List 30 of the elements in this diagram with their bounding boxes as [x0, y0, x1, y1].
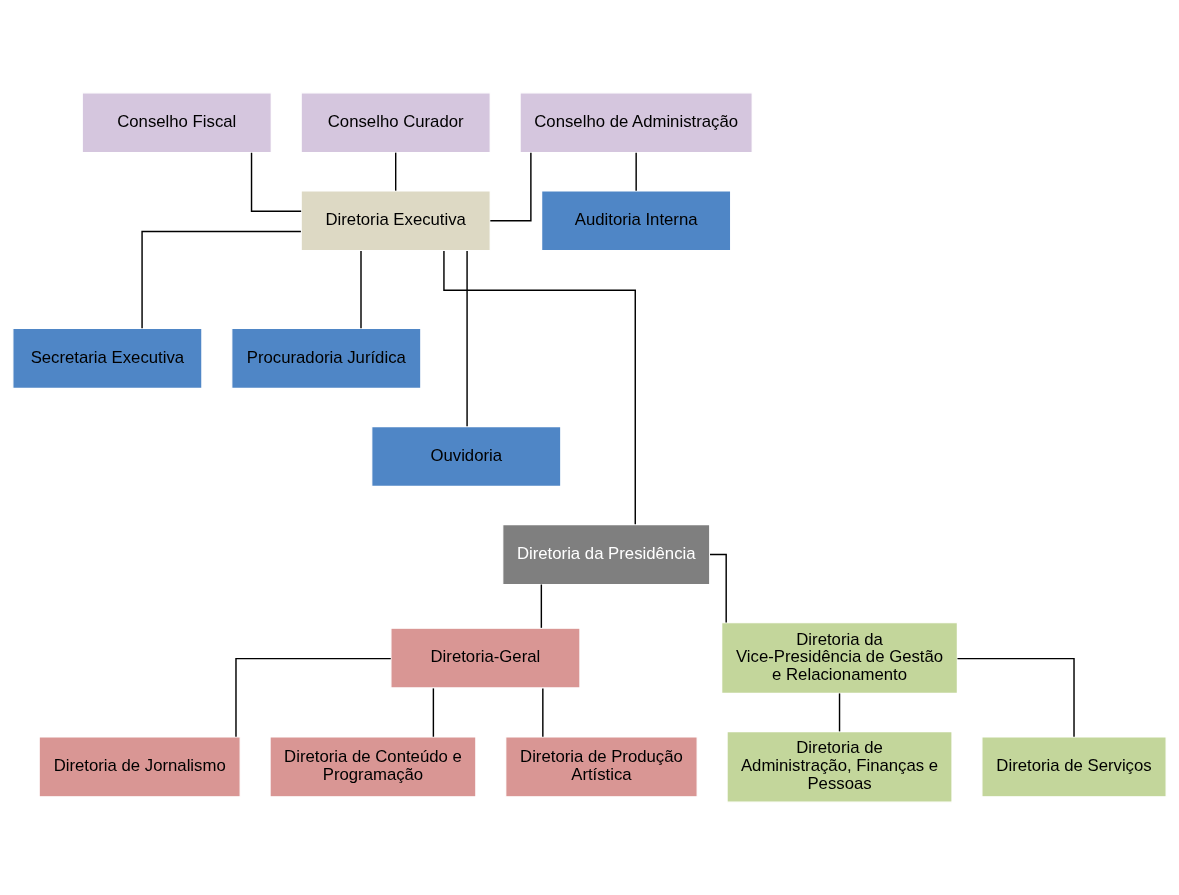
connector	[542, 687, 544, 738]
node-box: Diretoria de Produção Artística	[505, 736, 698, 798]
connector	[141, 230, 302, 330]
connector	[466, 250, 468, 427]
node-box: Diretoria de Conteúdo e Programação	[269, 736, 477, 798]
node-box: Diretoria da Presidência	[502, 524, 711, 586]
node-box: Secretaria Executiva	[12, 327, 203, 389]
connector	[432, 687, 435, 738]
node-box: Auditoria Interna	[541, 190, 732, 252]
connector	[838, 692, 841, 733]
connector	[635, 151, 637, 192]
connector	[540, 583, 543, 629]
node-box: Procuradoria Jurídica	[231, 327, 422, 389]
connector	[235, 657, 392, 738]
connector	[394, 151, 397, 192]
connector	[443, 250, 636, 525]
connector	[956, 657, 1075, 738]
node-box: Conselho de Administração	[519, 92, 753, 154]
node-box: Ouvidoria	[371, 425, 562, 487]
node-box: Diretoria da Vice-Presidência de Gestão e Relacionamento	[721, 622, 958, 694]
connector	[250, 151, 302, 212]
node-box: Conselho Curador	[300, 92, 491, 154]
node-box: Diretoria Executiva	[300, 190, 491, 252]
node-box: Conselho Fiscal	[81, 92, 272, 154]
node-box: Diretoria de Administração, Finanças e Pessoas	[726, 731, 953, 803]
node-box: Diretoria de Jornalismo	[38, 736, 241, 798]
node-box: Diretoria-Geral	[390, 627, 581, 689]
connector	[360, 250, 362, 329]
node-box: Diretoria de Serviços	[981, 736, 1167, 798]
connector	[489, 151, 532, 222]
